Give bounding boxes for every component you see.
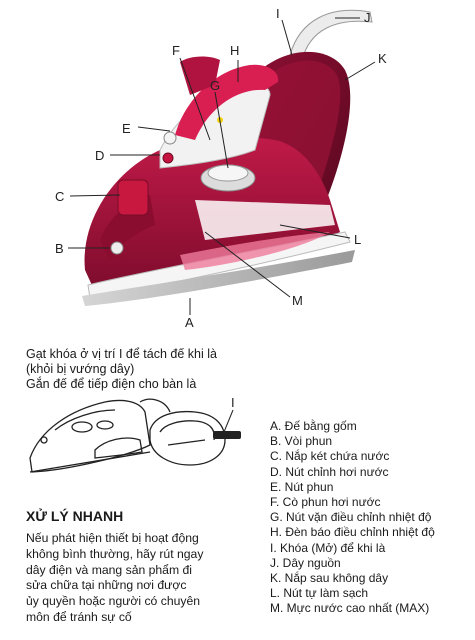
list-item: D. Nút chỉnh hơi nước [270,464,389,479]
text-line: không bình thường, hãy rút ngay [26,546,204,561]
callout-l: L [354,232,362,247]
list-item: I. Khóa (Mở) để khi là [270,540,386,555]
parts-list: A. Đế bằng gốm B. Vòi phun C. Nắp két ch… [270,419,435,617]
instruction-line: Gạt khóa ở vị trí I để tách đế khi là [26,347,217,361]
quick-fix-text: Nếu phát hiện thiết bị hoạt động không b… [26,531,271,626]
list-item: L. Nút tự làm sạch [270,586,369,601]
callout-g: G [210,78,221,93]
list-item: G. Nút vặn điều chỉnh nhiệt độ [270,510,432,525]
list-item: M. Mực nước cao nhất (MAX) [270,601,430,616]
text-line: sửa chữa tại những nơi được [26,578,187,593]
callout-a: A [185,315,194,330]
callout-e: E [122,121,131,136]
callout-i: I [276,6,280,21]
quick-fix-title: XỬ LÝ NHANH [26,508,124,524]
small-figure-callout-i: I [231,395,235,410]
instruction-line: Gắn đế để tiếp điện cho bàn là [26,377,197,391]
callout-h: H [230,43,240,58]
list-item: H. Đèn báo điều chỉnh nhiệt độ [270,525,435,540]
callout-k: K [378,51,387,66]
callout-j: J [364,10,371,25]
callout-m: M [292,293,303,308]
text-line: dây điện và mang sản phẩm đi [26,562,192,577]
list-item: A. Đế bằng gốm [270,419,357,433]
instruction-line: (khỏi bị vướng dây) [26,362,135,376]
callout-f: F [172,43,180,58]
list-item: F. Cò phun hơi nước [270,495,381,510]
list-item: C. Nắp két chứa nước [270,449,390,464]
list-item: K. Nắp sau không dây [270,571,389,586]
text-line: ủy quyền hoặc người có chuyên [26,594,201,609]
steam-iron-illustration [68,9,376,315]
list-item: J. Dây nguồn [270,555,341,570]
list-item: B. Vòi phun [270,434,333,449]
list-item: E. Nút phun [270,479,334,494]
text-line: Nếu phát hiện thiết bị hoạt động [26,531,199,545]
callout-d: D [95,148,105,163]
text-line: môn để tránh sự cố [26,609,132,624]
callout-c: C [55,189,65,204]
detach-instructions: Gạt khóa ở vị trí I để tách đế khi là (k… [26,347,326,392]
callout-b: B [55,241,64,256]
